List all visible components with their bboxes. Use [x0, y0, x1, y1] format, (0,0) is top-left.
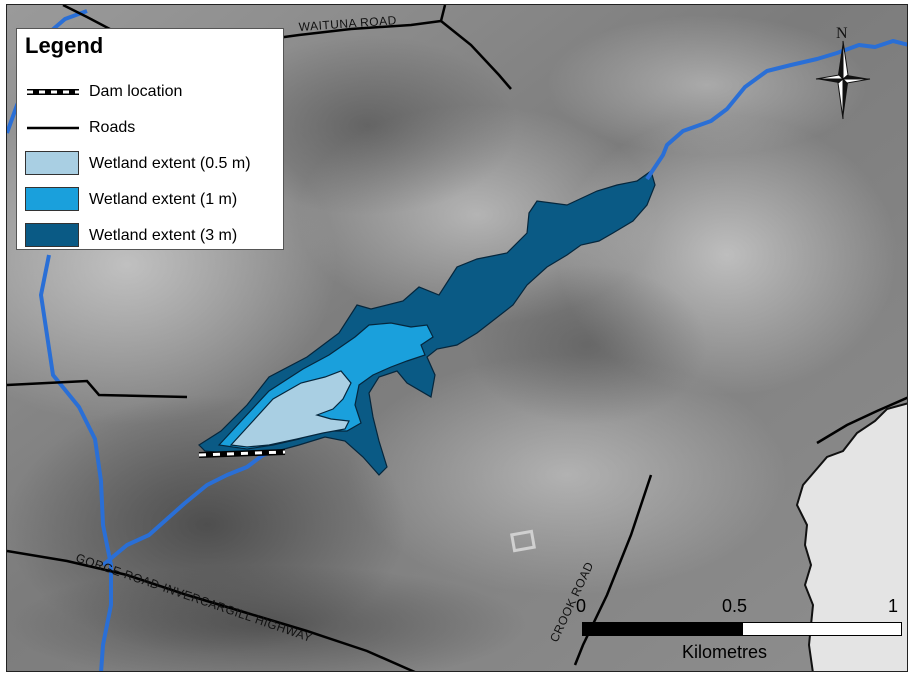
road-minor	[816, 396, 907, 445]
compass-north-arrow-icon	[815, 40, 871, 120]
river	[101, 449, 278, 567]
legend-title: Legend	[25, 33, 104, 58]
legend-item-roads: Roads	[17, 113, 285, 143]
terrain-shadow	[467, 265, 707, 425]
scale-segment-light	[742, 622, 902, 636]
dashed-line-swatch-icon	[27, 89, 79, 95]
road-waituna	[439, 5, 447, 22]
scale-unit: Kilometres	[682, 642, 768, 662]
wetland-1m-swatch	[25, 187, 79, 211]
road-minor	[7, 379, 188, 399]
open-land-area	[795, 402, 907, 671]
north-letter: N	[836, 25, 848, 42]
scale-tick-1: 1	[888, 596, 899, 616]
scale-bar: 0 0.5 1 Kilometres	[576, 596, 906, 666]
legend-item-wetland-1m: Wetland extent (1 m)	[17, 185, 285, 215]
terrain-highlight	[547, 15, 867, 155]
legend-label: Wetland extent (0.5 m)	[89, 155, 251, 172]
scale-tick-05: 0.5	[722, 596, 748, 616]
road-waituna	[440, 20, 512, 90]
road-gorge-highway	[7, 549, 416, 671]
legend-label: Wetland extent (3 m)	[89, 227, 238, 244]
legend: Legend Dam location Roads Wetland extent…	[16, 28, 284, 250]
solid-line-swatch-icon	[27, 126, 79, 130]
wetland-3m-swatch	[25, 223, 79, 247]
scale-segment-dark	[582, 622, 742, 636]
legend-label: Roads	[89, 119, 136, 136]
terrain-shadow	[217, 35, 517, 215]
wetland-05m-swatch	[25, 151, 79, 175]
legend-label: Dam location	[89, 83, 183, 100]
dam-location-line	[198, 450, 286, 457]
road-label-waituna: WAITUNA ROAD	[298, 13, 397, 34]
legend-item-wetland-05m: Wetland extent (0.5 m)	[17, 149, 285, 179]
building-outline	[510, 529, 536, 553]
scale-tick-0: 0	[576, 596, 587, 616]
wetland-extent-05m	[229, 370, 352, 448]
river	[39, 254, 113, 671]
legend-item-wetland-3m: Wetland extent (3 m)	[17, 221, 285, 251]
legend-label: Wetland extent (1 m)	[89, 191, 238, 208]
north-arrow: N	[814, 25, 872, 125]
road-crook	[573, 474, 653, 666]
legend-item-dam-location: Dam location	[17, 77, 285, 107]
river	[645, 39, 907, 181]
terrain-highlight	[347, 355, 787, 595]
